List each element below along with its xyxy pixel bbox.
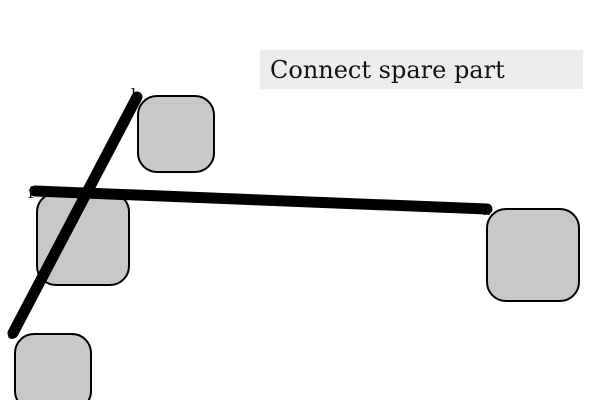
instruction-text: Connect spare part (270, 55, 505, 84)
spare-part-top[interactable] (137, 95, 215, 173)
spare-part-right[interactable] (486, 208, 580, 302)
spare-part-bottom[interactable] (14, 333, 92, 400)
endpoint-label-b: b (131, 85, 141, 104)
endpoint-label-f: f (28, 183, 35, 202)
endpoint-label-c: c (7, 324, 16, 343)
wire-b-c[interactable] (7, 91, 143, 339)
instruction-banner: Connect spare part (260, 50, 583, 89)
wire-f-a[interactable] (29, 185, 493, 215)
endpoint-label-a: a (481, 200, 491, 219)
